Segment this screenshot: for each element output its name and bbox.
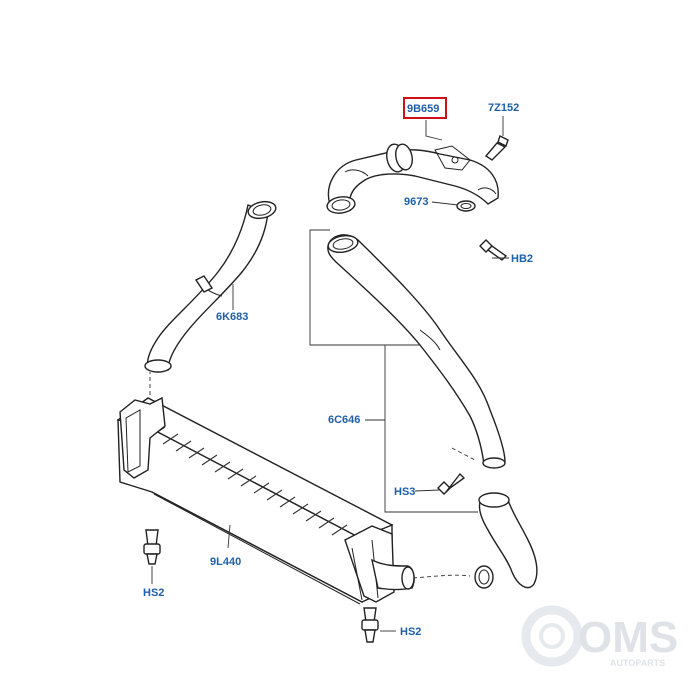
bolt-7z152 [484,135,509,161]
bolt-hb2 [479,239,508,261]
label-hs2-left: HS2 [143,587,164,599]
label-6k683: 6K683 [216,311,248,323]
bolt-hs2-right [361,607,379,643]
label-9673: 9673 [404,196,428,208]
label-7z152: 7Z152 [488,102,519,114]
intercooler-hose-lower-6c646 [474,492,538,589]
air-intake-pipe-9b659 [326,143,499,214]
bolt-hs2-left [143,529,161,565]
o-ring-9673 [456,200,476,212]
bolt-hs3 [437,472,466,495]
label-hs3: HS3 [394,486,415,498]
oms-autoparts-watermark: OMS AUTOPARTS [521,605,678,668]
highlight-box-9b659 [403,97,447,119]
watermark-tagline: AUTOPARTS [610,658,665,668]
label-9l440: 9L440 [210,556,241,568]
label-hs2-right: HS2 [400,626,421,638]
label-hb2: HB2 [511,253,533,265]
leader-lines [151,116,509,632]
intercooler-hose-6c646 [327,234,506,469]
label-9b659: 9B659 [407,103,439,115]
callout-bracket-6c646 [309,229,478,513]
intercooler-hose-6k683 [144,200,277,373]
connection-guides [149,372,476,579]
watermark-brand: OMS [578,613,678,662]
label-6c646: 6C646 [328,414,360,426]
intercooler-9l440 [116,396,415,605]
